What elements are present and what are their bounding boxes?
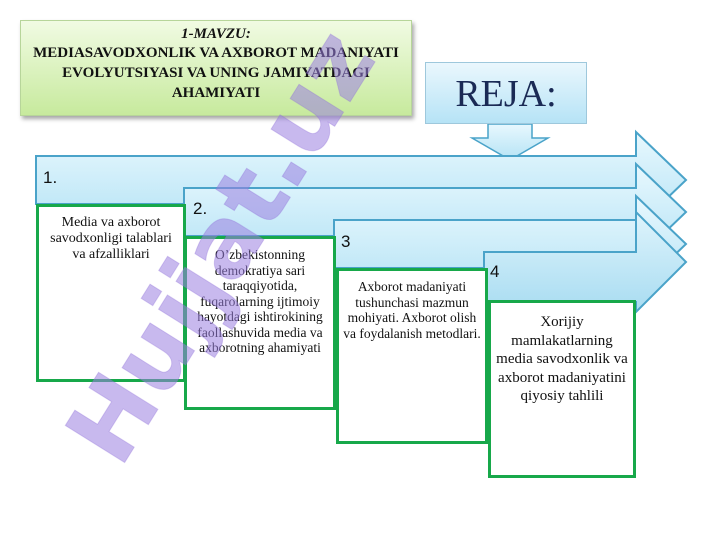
step-text-box-4: Xorijiy mamlakatlarning media savodxonli… (488, 300, 636, 478)
topic-number: 1-MAVZU: (181, 26, 251, 42)
plan-heading: REJA: (455, 73, 557, 115)
step-text-box-2: O’zbekistonning demokratiya sari taraqqi… (184, 236, 336, 410)
step-number-4: 4 (490, 262, 500, 281)
step-text-2: O’zbekistonning demokratiya sari taraqqi… (197, 247, 323, 355)
step-text-4: Xorijiy mamlakatlarning media savodxonli… (496, 314, 628, 404)
step-number-1: 1. (43, 168, 58, 187)
step-text-3: Axborot madaniyati tushunchasi mazmun mo… (343, 279, 481, 341)
step-text-box-3: Axborot madaniyati tushunchasi mazmun mo… (336, 268, 488, 444)
step-number-2: 2. (193, 199, 208, 218)
topic-title-box: 1-MAVZU: MEDIASAVODXONLIK VA AXBOROT MAD… (20, 20, 412, 116)
step-text-1: Media va axborot savodxonligi talablari … (50, 215, 172, 262)
topic-title: MEDIASAVODXONLIK VA AXBOROT MADANIYATI E… (33, 45, 399, 101)
plan-heading-box: REJA: (425, 62, 587, 124)
reja-pointer-arrow (469, 123, 551, 161)
step-number-3: 3 (341, 232, 351, 251)
step-text-box-1: Media va axborot savodxonligi talablari … (36, 204, 186, 382)
